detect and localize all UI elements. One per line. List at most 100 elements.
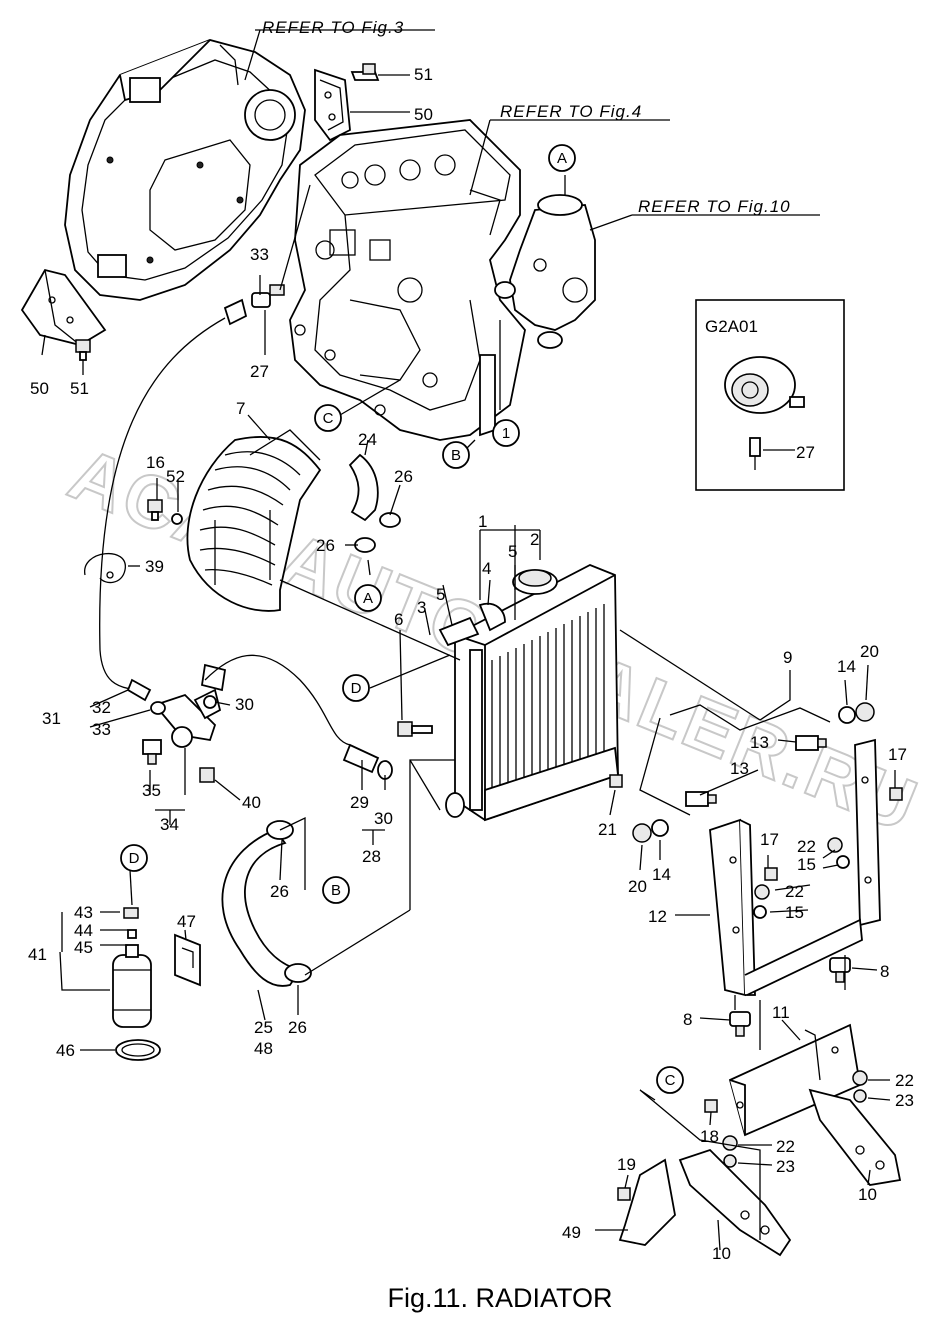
label-39: 39 [145,557,164,576]
label-7: 7 [236,399,245,418]
fitting-32-33 [126,678,166,715]
label-21: 21 [598,820,617,839]
clamp-26-lower [284,963,312,983]
washer-52 [171,513,183,525]
label-27-inset: 27 [796,443,815,462]
label-45: 45 [74,938,93,957]
fitting-35 [142,739,162,765]
label-50-top: 50 [414,105,433,124]
label-17-mid: 17 [760,830,779,849]
label-13-lower: 13 [730,759,749,778]
label-32: 32 [92,698,111,717]
callout-b-mid-text: B [331,882,341,899]
nut-20-bottom [632,823,652,843]
callout-b-mid: B [322,876,350,904]
label-20-bottom: 20 [628,877,647,896]
callout-c-top-text: C [323,410,334,427]
clamp-46 [115,1039,161,1061]
label-8-right: 8 [880,962,889,981]
callout-c-top: C [314,404,342,432]
hose-pipe-top [223,298,248,326]
nut-22-right [827,837,843,853]
label-46: 46 [56,1041,75,1060]
label-19: 19 [617,1155,636,1174]
label-11: 11 [772,1003,790,1022]
bolt-51-left [75,339,91,361]
callout-1: 1 [492,419,520,447]
label-27: 27 [250,362,269,381]
mount-8-left [729,1011,751,1037]
label-9: 9 [783,648,792,667]
ref-fig3: REFER TO Fig.3 [262,18,404,37]
bracket-50-left [20,268,107,346]
label-23-right: 23 [895,1091,914,1110]
fitting-33 [251,284,285,308]
label-26-upper: 26 [394,467,413,486]
label-48: 48 [254,1039,273,1058]
label-25: 25 [254,1018,273,1037]
fan-shroud [186,436,322,612]
leader-lines [41,29,896,1251]
filter-41 [112,907,152,1028]
inset-g2a01: G2A01 [695,299,845,491]
hose-24 [348,453,379,522]
label-35: 35 [142,781,161,800]
label-24: 24 [358,430,377,449]
label-5-lower: 5 [436,585,445,604]
label-33: 33 [250,245,269,264]
label-5-upper: 5 [508,542,517,561]
label-15-right: 15 [797,855,816,874]
label-16: 16 [146,453,165,472]
label-22-right-lower: 22 [895,1071,914,1090]
tube-9 [639,704,831,816]
nut-22-right-lower [852,1070,868,1086]
connector-13-upper [795,735,827,751]
hose-30-line [204,654,351,746]
ref-fig10: REFER TO Fig.10 [638,197,791,216]
radiator [438,564,623,822]
label-1: 1 [478,512,487,531]
bracket-50-top [314,68,351,142]
label-50-left: 50 [30,379,49,398]
bolt-6 [397,721,433,737]
label-34: 34 [160,815,179,834]
bolt-17-mid [764,867,778,881]
label-12: 12 [648,907,667,926]
label-13-upper: 13 [750,733,769,752]
label-3: 3 [417,598,426,617]
label-30-upper: 30 [235,695,254,714]
label-49: 49 [562,1223,581,1242]
label-26-hose-lower: 26 [288,1018,307,1037]
bolt-40 [199,767,215,783]
bolt-17-right [889,787,903,801]
callout-d-filter-text: D [129,850,140,867]
engine-block [289,119,526,441]
label-14-top: 14 [837,657,856,676]
callout-b-top: B [442,441,470,469]
nut-23-left [723,1154,737,1168]
bracket-49 [618,1158,676,1246]
label-8-left: 8 [683,1010,692,1029]
bolt-51-top [350,63,380,81]
label-30-lower: 30 [374,809,393,828]
label-22-left-lower: 22 [776,1137,795,1156]
label-47: 47 [177,912,196,931]
label-44: 44 [74,921,93,940]
fitting-30-upper [200,663,227,709]
mount-8-right [829,957,851,983]
callout-c-bottom: C [656,1066,684,1094]
label-26-hose-upper: 26 [270,882,289,901]
bracket-10-right [808,1088,902,1186]
tag-47 [174,933,201,987]
bolt-16 [147,499,163,521]
label-10-left: 10 [712,1244,731,1263]
ref-fig4: REFER TO Fig.4 [500,102,642,121]
callout-a-mid-text: A [363,590,373,607]
label-10-right: 10 [858,1185,877,1204]
callout-a-top-text: A [557,150,567,167]
hose-25 [221,828,302,987]
label-33-fitting: 33 [92,720,111,739]
label-40: 40 [242,793,261,812]
label-26-lower: 26 [316,536,335,555]
